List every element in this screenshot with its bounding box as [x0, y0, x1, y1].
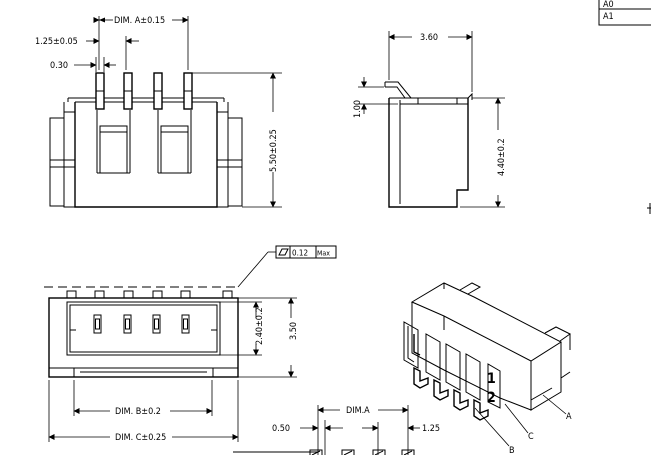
side-view: 3.60 1.00 4.40±0.2: [353, 31, 507, 208]
height-label: 5.50±0.25: [269, 129, 279, 172]
footprint-dim-a-label: DIM.A: [346, 406, 370, 416]
polarity-mark-1: 1: [487, 371, 496, 387]
callout-c: C: [528, 432, 534, 442]
dim-a-label: DIM. A±0.15: [114, 16, 165, 26]
dim-b-label: DIM. B±0.2: [115, 407, 161, 417]
front-view: DIM. A±0.15 1.25±0.05 0.30 5.50±0.25: [35, 16, 282, 208]
dim-c-label: DIM. C±0.25: [115, 433, 166, 443]
footprint-width-label: 0.50: [272, 424, 290, 434]
callout-a: A: [566, 412, 572, 422]
inner-height-label: 2.40±0.2: [255, 307, 265, 345]
body-height-label: 4.40±0.2: [497, 138, 507, 176]
isometric-view: 1 2 A B C: [403, 282, 572, 455]
pitch-tolerance-label: 1.25±0.05: [35, 37, 78, 47]
margin-mark: [647, 203, 651, 214]
flatness-callout-box: 0.12 Max: [275, 245, 337, 259]
revision-a0: A0: [603, 0, 614, 10]
pin-width-label: 0.30: [50, 61, 68, 71]
callout-b: B: [509, 446, 515, 455]
flatness-value: 0.12: [292, 249, 308, 258]
polarity-mark-2: 2: [487, 390, 496, 406]
revision-a1: A1: [603, 12, 614, 22]
flatness-unit: Max: [317, 250, 330, 258]
revision-table: A0 A1: [598, 0, 651, 26]
outer-height-label: 3.50: [289, 322, 299, 340]
flatness-symbol-icon: [278, 248, 289, 256]
footprint-pitch-label: 1.25: [422, 424, 440, 434]
lead-height-label: 1.00: [353, 100, 363, 118]
footprint-view: DIM.A 0.50 1.25: [233, 405, 440, 455]
top-view: 0.12 Max 2.40±0.2: [44, 245, 337, 443]
depth-label: 3.60: [420, 33, 438, 43]
